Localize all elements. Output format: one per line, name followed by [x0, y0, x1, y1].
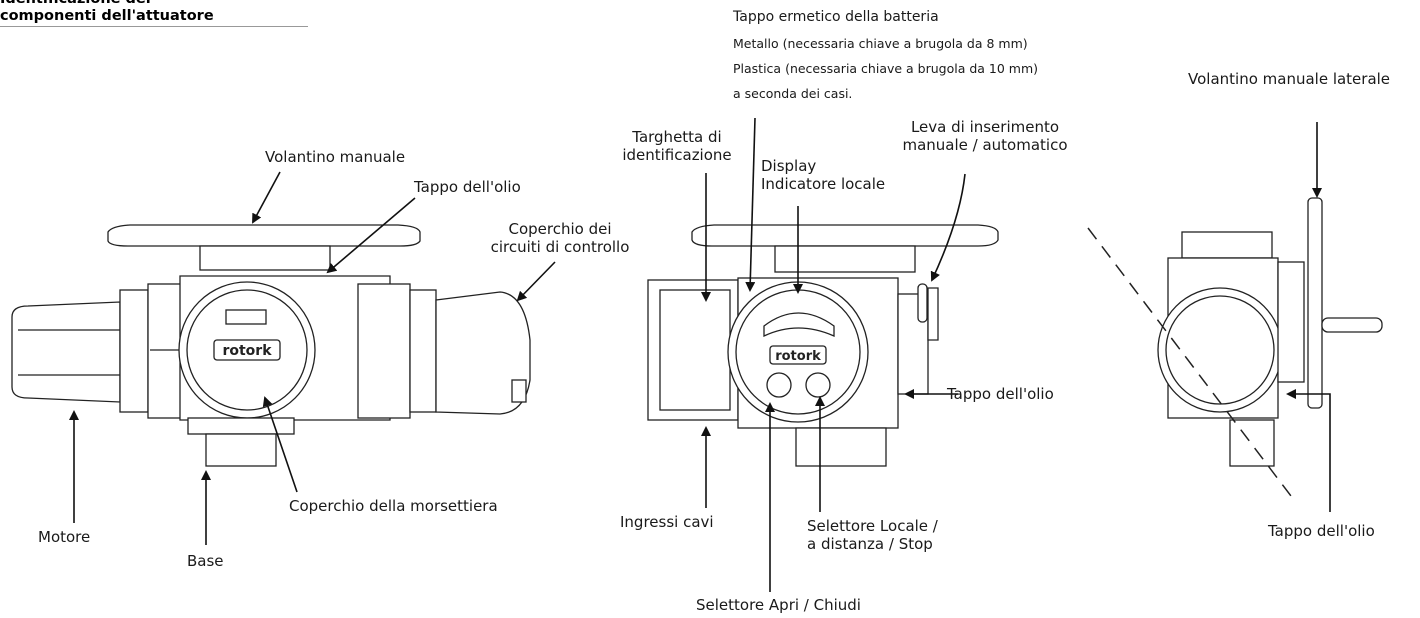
- header-line-2: componenti dell'attuatore: [0, 8, 214, 24]
- label-leva-line1: Leva di inserimento: [910, 118, 1060, 136]
- actuator-side-view: [1157, 197, 1383, 467]
- label-leva-line2: manuale / automatico: [902, 136, 1068, 154]
- label-batteria-title: Tappo ermetico della batteria: [733, 9, 939, 25]
- label-leva: Leva di inserimento manuale / automatico: [880, 118, 1090, 154]
- label-targhetta-line2: identificazione: [622, 146, 732, 164]
- label-volantino-laterale: Volantino manuale laterale: [1188, 70, 1391, 88]
- leader-arrows: [69, 117, 1331, 592]
- base-drawing: [187, 417, 295, 435]
- handwheel-drawing: [107, 224, 421, 271]
- label-tappo-olio-mid: Tappo dell'olio: [947, 385, 1054, 403]
- logo-text-left: rotork: [222, 343, 272, 359]
- label-volantino-manuale: Volantino manuale: [265, 148, 406, 166]
- label-display-line2: Indicatore locale: [761, 175, 886, 193]
- label-targhetta: Targhetta di identificazione: [612, 128, 742, 164]
- actuator-front-view: rotork: [11, 224, 531, 467]
- label-ingressi-cavi: Ingressi cavi: [620, 513, 714, 531]
- label-motore: Motore: [38, 528, 91, 546]
- control-cover-drawing: [435, 291, 531, 415]
- label-coperchio-circuiti: Coperchio dei circuiti di controllo: [480, 220, 640, 256]
- label-batteria-line2: Plastica (necessaria chiave a brugola da…: [733, 61, 1039, 76]
- side-handwheel-drawing: [1307, 197, 1323, 409]
- label-batteria-line3: a seconda dei casi.: [733, 86, 853, 101]
- label-tappo-olio-top: Tappo dell'olio: [414, 178, 521, 196]
- label-targhetta-line1: Targhetta di: [632, 128, 722, 146]
- label-selettore-apri: Selettore Apri / Chiudi: [696, 596, 861, 614]
- logo-text-mid: rotork: [775, 349, 821, 364]
- label-selettore-locale-line2: a distanza / Stop: [807, 535, 933, 553]
- label-selettore-locale-line1: Selettore Locale /: [807, 517, 938, 535]
- label-batteria-line1: Metallo (necessaria chiave a brugola da …: [733, 36, 1028, 51]
- cut-line: [1087, 227, 1295, 501]
- actuator-center-view: rotork: [647, 224, 999, 467]
- header-line-1: Identificazione dei: [0, 0, 308, 8]
- label-tappo-olio-right: Tappo dell'olio: [1268, 522, 1375, 540]
- label-base: Base: [187, 552, 224, 570]
- label-coperchio-circuiti-line2: circuiti di controllo: [490, 238, 630, 256]
- label-display: Display Indicatore locale: [761, 157, 885, 193]
- label-coperchio-morsettiera: Coperchio della morsettiera: [289, 497, 498, 515]
- motor-drawing: [11, 301, 121, 403]
- section-header: Identificazione dei componenti dell'attu…: [0, 0, 308, 27]
- label-coperchio-circuiti-line1: Coperchio dei: [508, 220, 612, 238]
- label-selettore-locale: Selettore Locale / a distanza / Stop: [807, 517, 938, 553]
- label-display-line1: Display: [761, 157, 817, 175]
